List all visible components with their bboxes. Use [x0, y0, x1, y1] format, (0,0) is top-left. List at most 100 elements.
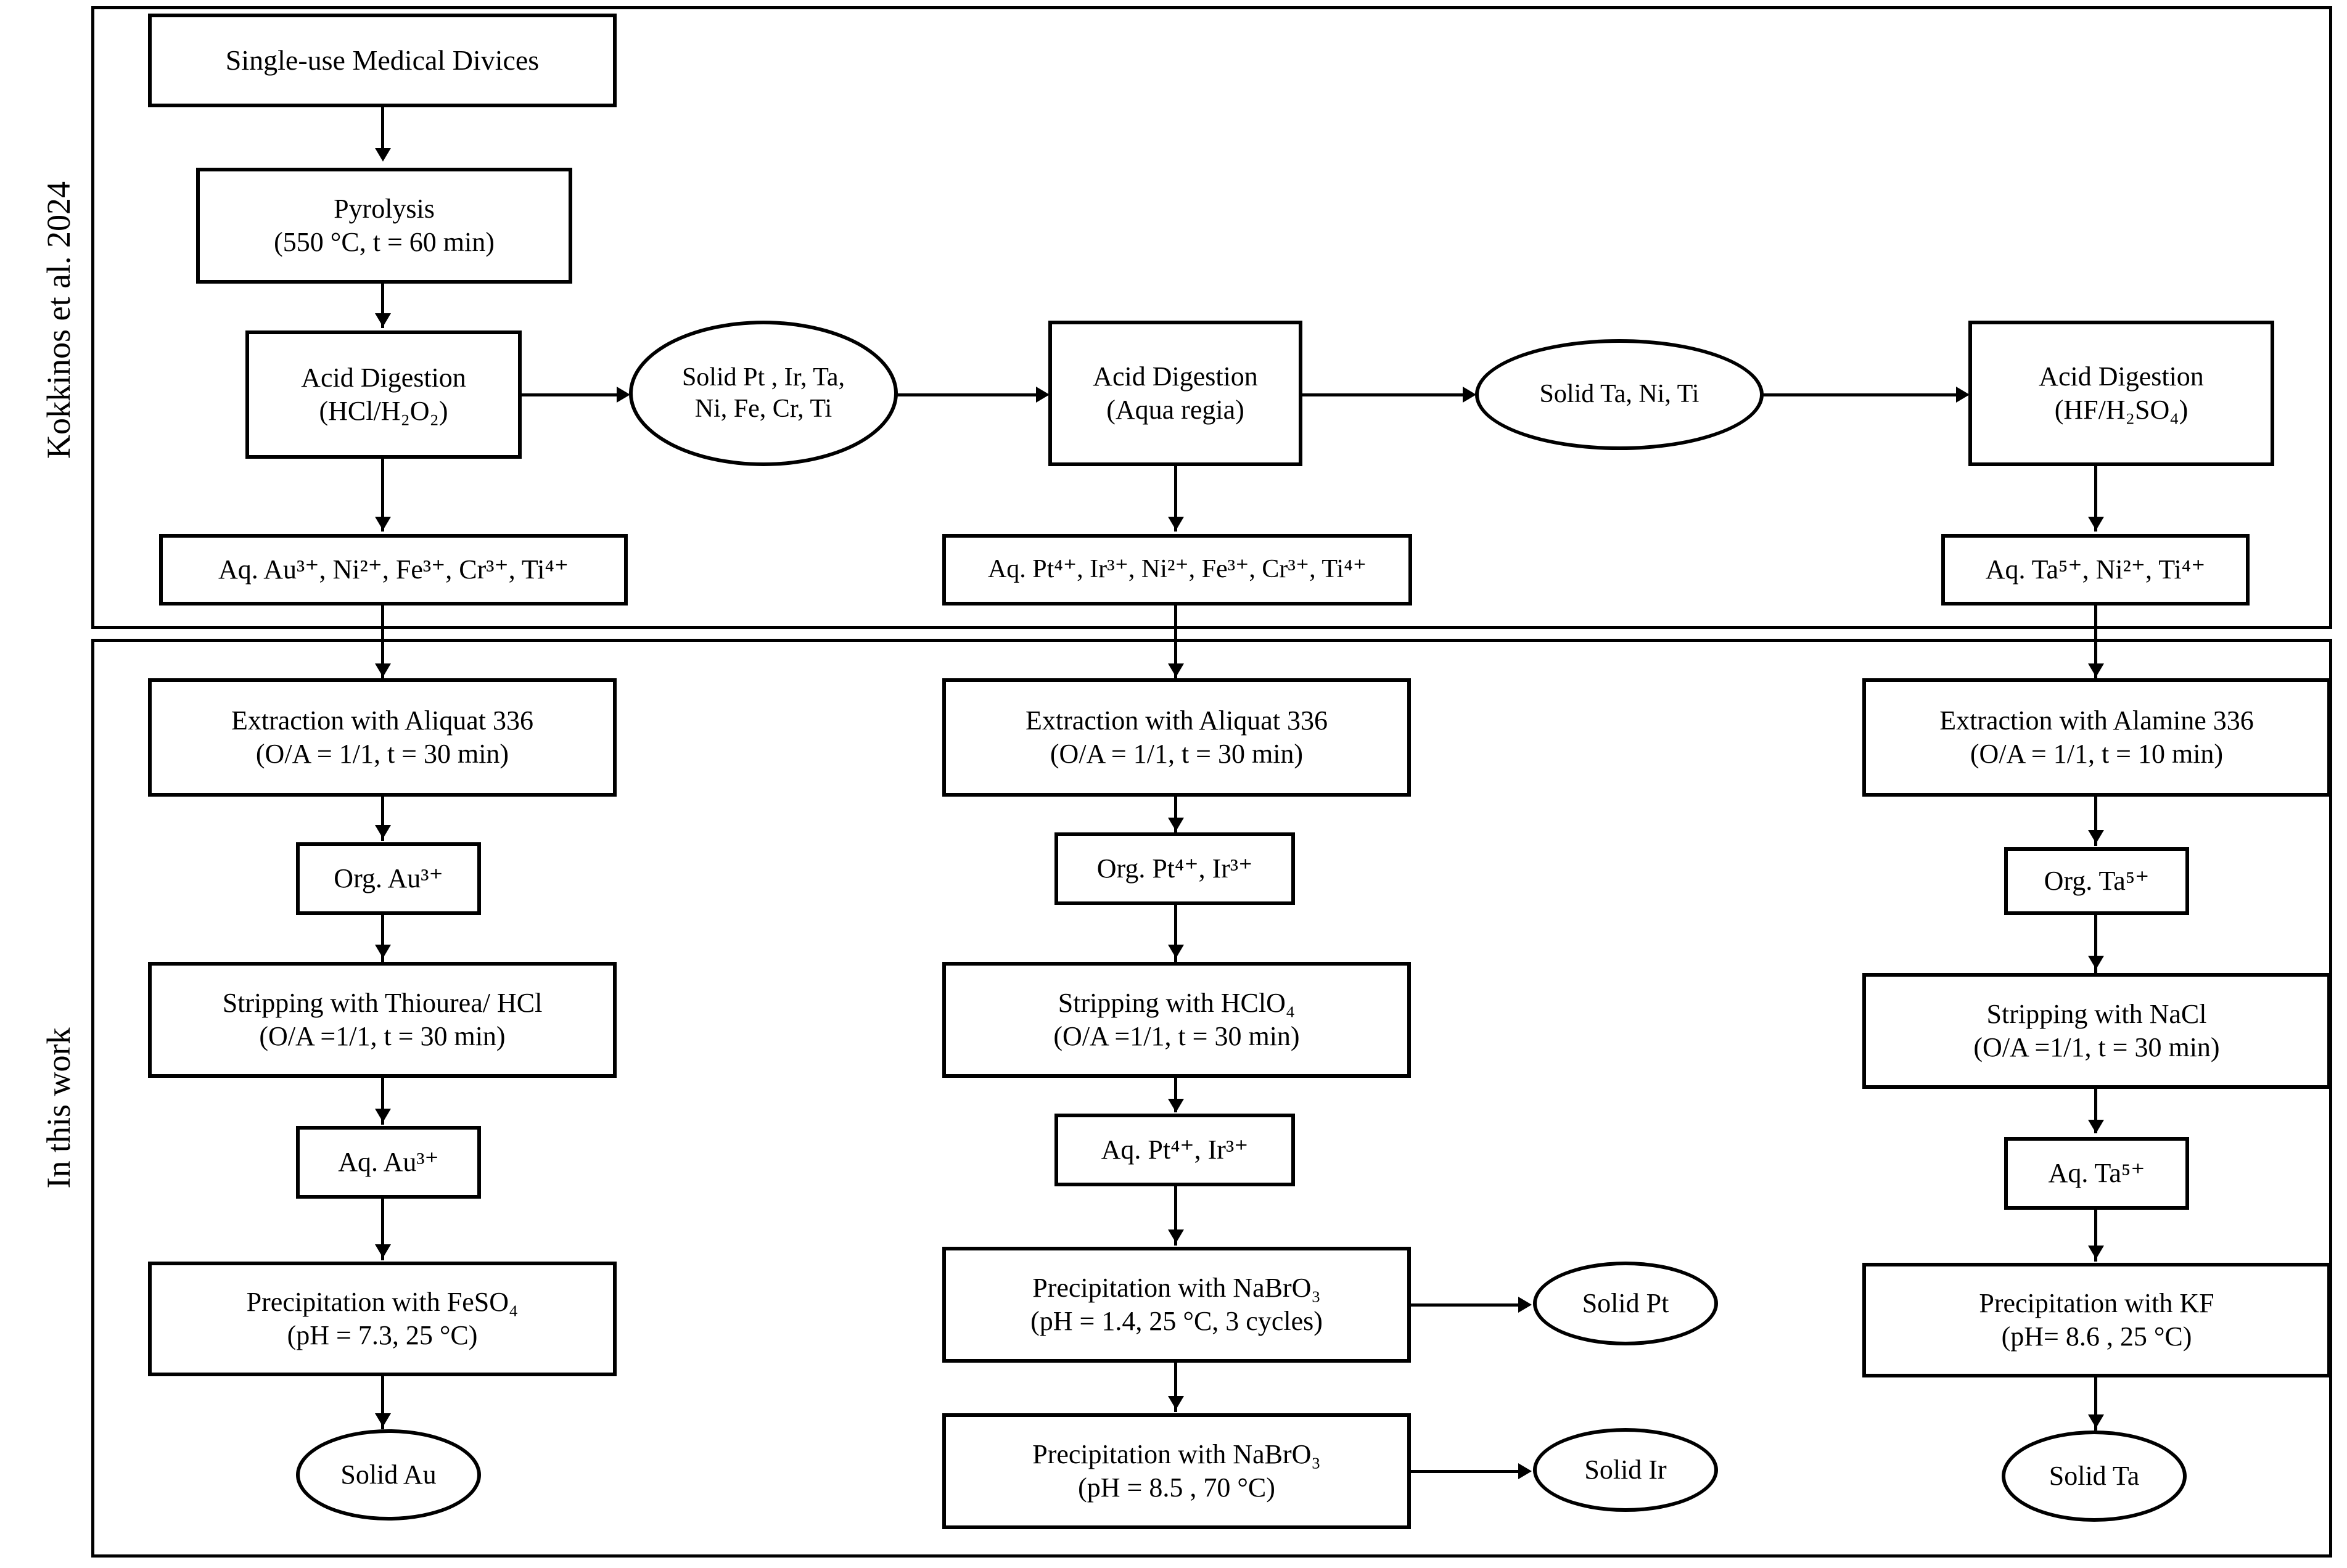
node-acid-digestion-1: Acid Digestion (HCl/H₂O₂) [245, 330, 522, 459]
edge-orgright-to-stripright [2094, 915, 2097, 973]
node-solid-pt-line1: Solid Pt [1582, 1288, 1669, 1319]
edge-extractright-to-orgright [2094, 797, 2097, 846]
arrowhead-acid1-to-solid1 [617, 387, 630, 403]
node-acid-digestion-1-line1: Acid Digestion [301, 363, 466, 393]
edge-acid2-to-aq2 [1174, 466, 1177, 532]
edge-orgleft-to-stripleft [381, 915, 384, 962]
arrowhead-stripright-to-aqright [2088, 1120, 2104, 1133]
node-extraction-left: Extraction with Aliquat 336 (O/A = 1/1, … [148, 678, 617, 797]
arrowhead-stripmid-to-aqmid [1168, 1099, 1184, 1112]
node-stripping-mid-line1: Stripping with HClO₄ [1058, 988, 1296, 1019]
arrowhead-aq3-to-extract-right [2088, 663, 2104, 677]
arrowhead-stripleft-to-aqleft [375, 1109, 391, 1122]
arrowhead-precipmid1-to-solidpt [1518, 1297, 1532, 1313]
node-pyrolysis: Pyrolysis (550 °C, t = 60 min) [196, 168, 572, 284]
node-solid-intermediate-2: Solid Ta, Ni, Ti [1475, 339, 1764, 450]
node-aq-right: Aq. Ta⁵⁺ [2004, 1137, 2189, 1210]
arrowhead-precipright-to-solidta [2088, 1414, 2104, 1428]
node-aq-right-line1: Aq. Ta⁵⁺ [2048, 1158, 2145, 1189]
node-stripping-right-line2: (O/A =1/1, t = 30 min) [1973, 1032, 2220, 1062]
node-acid-digestion-2-line2: (Aqua regia) [1106, 395, 1244, 425]
node-precipitation-left-line2: (pH = 7.3, 25 °C) [287, 1320, 478, 1350]
edge-precipmid1-to-precipmid2 [1174, 1363, 1177, 1412]
arrowhead-aqmid-to-precipmid1 [1168, 1229, 1184, 1243]
edge-aqmid-to-precipmid1 [1174, 1186, 1177, 1246]
node-extraction-left-line1: Extraction with Aliquat 336 [231, 705, 534, 736]
node-solid-intermediate-1: Solid Pt , Ir, Ta, Ni, Fe, Cr, Ti [629, 321, 898, 466]
node-stripping-right: Stripping with NaCl (O/A =1/1, t = 30 mi… [1862, 973, 2331, 1089]
arrowhead-precipleft-to-solidau [375, 1413, 391, 1427]
edge-aq1-to-extract-left [381, 605, 384, 678]
edge-acid1-to-aq1 [381, 459, 384, 532]
arrowhead-pyrolysis-to-acid1 [375, 313, 391, 327]
node-acid-digestion-3-line1: Acid Digestion [2039, 361, 2204, 392]
node-precipitation-left-line1: Precipitation with FeSO₄ [246, 1287, 519, 1318]
edge-stripleft-to-aqleft [381, 1078, 384, 1125]
node-aq-mid-line1: Aq. Pt⁴⁺, Ir³⁺ [1101, 1135, 1249, 1165]
node-stripping-mid: Stripping with HClO₄ (O/A =1/1, t = 30 m… [942, 962, 1411, 1078]
section-label-this-work: In this work [40, 1027, 77, 1189]
arrowhead-acid2-to-solid2 [1463, 387, 1476, 403]
node-precipitation-mid-2-line1: Precipitation with NaBrO₃ [1032, 1439, 1321, 1470]
node-org-left: Org. Au³⁺ [296, 842, 481, 915]
node-extraction-right: Extraction with Alamine 336 (O/A = 1/1, … [1862, 678, 2331, 797]
node-acid-digestion-2: Acid Digestion (Aqua regia) [1048, 321, 1302, 466]
node-acid-digestion-3: Acid Digestion (HF/H₂SO₄) [1968, 321, 2274, 466]
node-precipitation-mid-2: Precipitation with NaBrO₃ (pH = 8.5 , 70… [942, 1413, 1411, 1529]
node-extraction-mid-line1: Extraction with Aliquat 336 [1025, 705, 1328, 736]
edge-acid2-to-solid2 [1302, 393, 1471, 396]
node-solid-au: Solid Au [296, 1429, 481, 1521]
arrowhead-precipmid1-to-precipmid2 [1168, 1396, 1184, 1410]
node-stripping-left-line1: Stripping with Thiourea/ HCl [222, 988, 543, 1019]
node-extraction-right-line2: (O/A = 1/1, t = 10 min) [1970, 739, 2224, 769]
arrowhead-aq1-to-extract-left [375, 663, 391, 677]
arrowhead-acid1-to-aq1 [375, 517, 391, 530]
node-solid-au-line1: Solid Au [340, 1459, 437, 1490]
arrowhead-orgright-to-stripright [2088, 956, 2104, 969]
node-aq-mid: Aq. Pt⁴⁺, Ir³⁺ [1054, 1114, 1295, 1186]
arrowhead-extractright-to-orgright [2088, 830, 2104, 844]
node-pyrolysis-line1: Pyrolysis [334, 194, 435, 224]
node-stripping-mid-line2: (O/A =1/1, t = 30 min) [1053, 1021, 1300, 1051]
node-solid-intermediate-2-line1: Solid Ta, Ni, Ti [1539, 380, 1700, 409]
node-precipitation-mid-1: Precipitation with NaBrO₃ (pH = 1.4, 25 … [942, 1247, 1411, 1363]
edge-stripmid-to-aqmid [1174, 1078, 1177, 1112]
node-pyrolysis-line2: (550 °C, t = 60 min) [274, 227, 495, 257]
edge-solid2-to-acid3 [1761, 393, 1965, 396]
edge-acid3-to-aq3 [2094, 466, 2097, 532]
arrowhead-solid2-to-acid3 [1956, 387, 1970, 403]
node-solid-ta: Solid Ta [2002, 1430, 2187, 1522]
edge-precipmid1-to-solidpt [1411, 1303, 1528, 1307]
arrowhead-orgmid-to-stripmid [1168, 945, 1184, 958]
edge-precipright-to-solidta [2094, 1377, 2097, 1430]
arrowhead-aq2-to-extract-mid [1168, 663, 1184, 677]
node-acid-digestion-3-line2: (HF/H₂SO₄) [2054, 395, 2189, 425]
node-precipitation-mid-1-line2: (pH = 1.4, 25 °C, 3 cycles) [1030, 1306, 1323, 1336]
edge-extractleft-to-orgleft [381, 797, 384, 841]
section-label-prior-work: Kokkinos et al. 2024 [40, 181, 77, 459]
edge-stripright-to-aqright [2094, 1089, 2097, 1133]
node-extraction-left-line2: (O/A = 1/1, t = 30 min) [255, 739, 509, 769]
edge-precipmid2-to-solidir [1411, 1470, 1528, 1473]
edge-solid1-to-acid2 [895, 393, 1043, 396]
arrowhead-extractmid-to-orgmid [1168, 818, 1184, 831]
node-org-mid-line1: Org. Pt⁴⁺, Ir³⁺ [1096, 853, 1253, 884]
arrowhead-acid3-to-aq3 [2088, 517, 2104, 530]
arrowhead-source-to-pyrolysis [375, 148, 391, 162]
node-org-right-line1: Org. Ta⁵⁺ [2044, 866, 2150, 897]
arrowhead-aqright-to-precipright [2088, 1246, 2104, 1259]
node-precipitation-mid-1-line1: Precipitation with NaBrO₃ [1032, 1273, 1321, 1303]
node-solid-ir-line1: Solid Ir [1584, 1455, 1667, 1485]
node-source: Single-use Medical Divices [148, 14, 617, 107]
arrowhead-acid2-to-aq2 [1168, 517, 1184, 530]
node-extraction-mid-line2: (O/A = 1/1, t = 30 min) [1050, 739, 1304, 769]
arrowhead-orgleft-to-stripleft [375, 945, 391, 958]
node-solid-ir: Solid Ir [1533, 1428, 1718, 1512]
edge-source-to-pyrolysis [381, 107, 384, 152]
node-source-line1: Single-use Medical Divices [225, 44, 540, 76]
node-precipitation-right: Precipitation with KF (pH= 8.6 , 25 °C) [1862, 1263, 2331, 1377]
node-solid-intermediate-1-line2: Ni, Fe, Cr, Ti [694, 395, 832, 423]
arrowhead-extractleft-to-orgleft [375, 825, 391, 839]
node-org-mid: Org. Pt⁴⁺, Ir³⁺ [1054, 832, 1295, 905]
